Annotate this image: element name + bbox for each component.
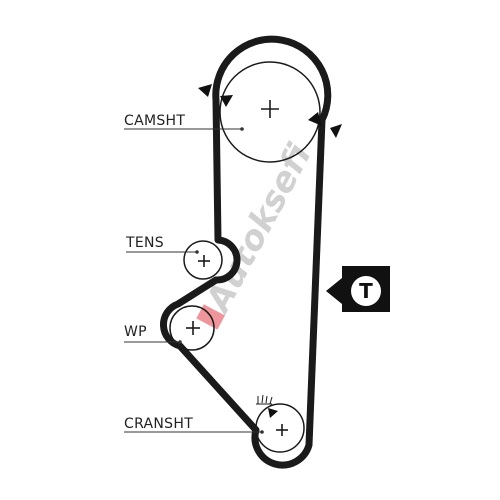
water-pump-pulley-circle [169, 305, 215, 351]
crankshaft-pulley [255, 394, 305, 453]
crankshaft-label: CRANSHT [124, 416, 193, 432]
label-camshaft: CAMSHT [124, 113, 244, 131]
water-pump-pulley [169, 305, 215, 351]
water-pump-label: WP [124, 324, 147, 340]
tensioner-pulley [183, 240, 223, 280]
timing-belt [159, 35, 332, 469]
crankshaft-pulley-circle [255, 403, 305, 453]
tension-marker-letter: T [359, 279, 373, 303]
camshaft-timing-mark-left-2 [220, 95, 233, 107]
crankshaft-timing-arrow [268, 408, 278, 418]
label-tensioner: TENS [125, 235, 199, 254]
tension-marker-pointer [326, 278, 342, 304]
camshaft-timing-mark-right-2 [330, 124, 342, 138]
label-water-pump: WP [124, 324, 182, 344]
tensioner-pulley-circle [183, 240, 223, 280]
crankshaft-timing-mark [256, 394, 273, 405]
tensioner-label: TENS [125, 235, 164, 251]
camshaft-pulley [198, 61, 342, 163]
autoksefi-watermark: Autoksefi [196, 137, 320, 330]
camshaft-pulley-circle [219, 61, 321, 163]
camshaft-timing-mark-right [308, 112, 322, 126]
camshaft-label: CAMSHT [124, 113, 185, 129]
camshaft-timing-mark-left [198, 84, 212, 97]
tension-marker-badge [351, 276, 381, 306]
label-crankshaft: CRANSHT [124, 416, 264, 434]
tension-check-marker: T [326, 266, 390, 312]
